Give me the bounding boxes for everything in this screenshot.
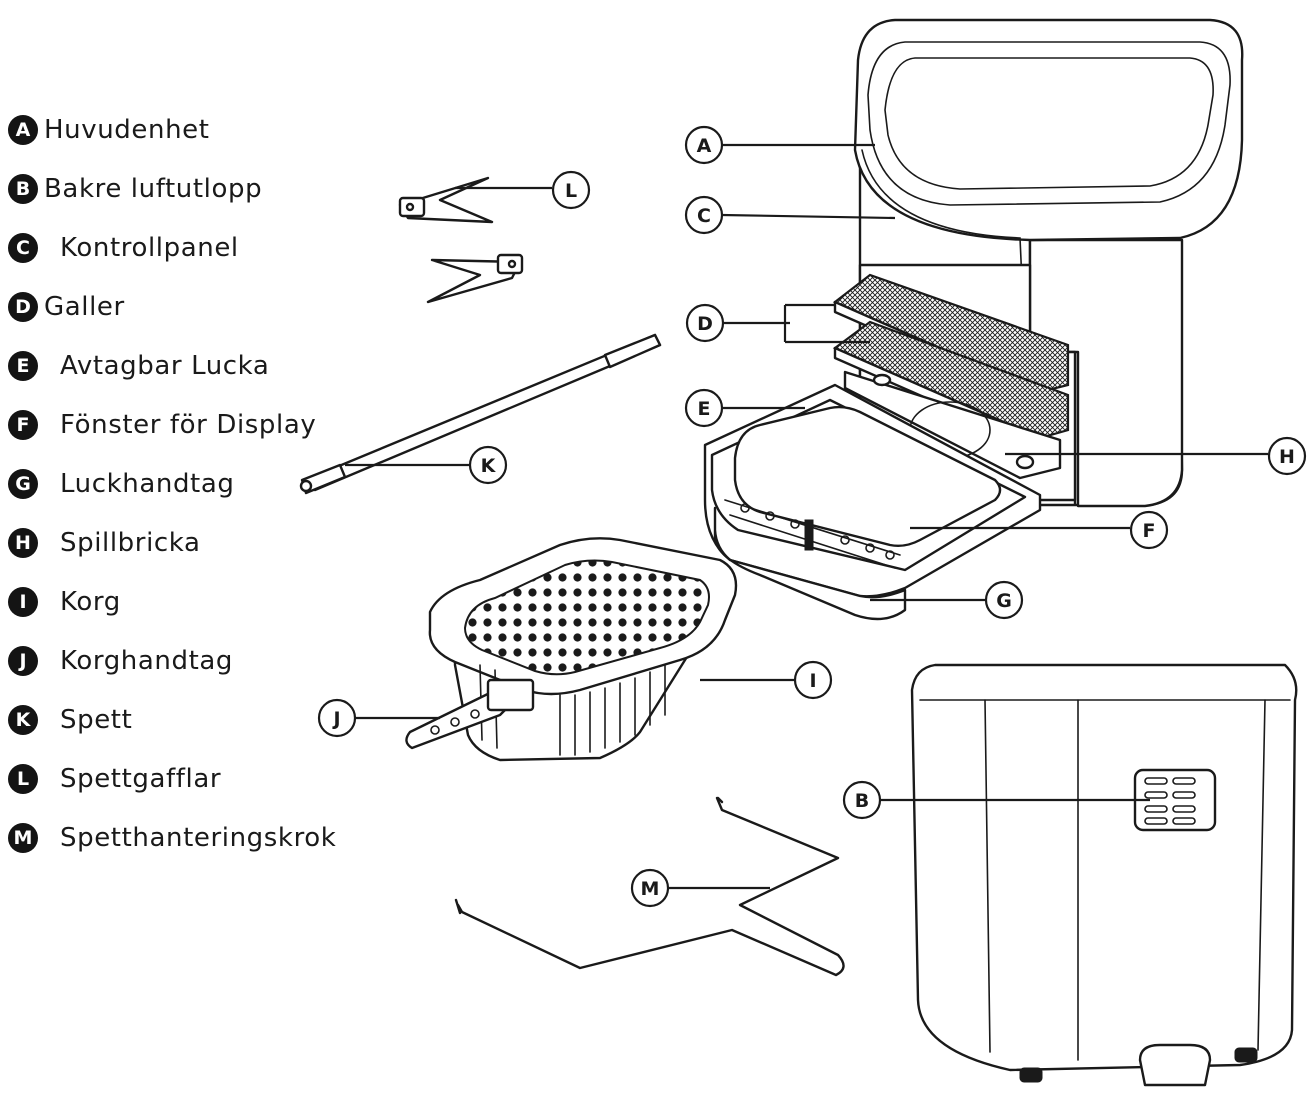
legend-label-g: Luckhandtag	[60, 469, 235, 499]
legend-label-m: Spetthanteringskrok	[60, 823, 337, 853]
legend-item-g: G Luckhandtag	[8, 464, 234, 504]
legend-badge-c: C	[8, 233, 38, 263]
legend-badge-j: J	[8, 646, 38, 676]
legend-item-f: F Fönster för Display	[8, 405, 316, 445]
legend-label-b: Bakre luftutlopp	[44, 174, 263, 204]
legend-label-h: Spillbricka	[60, 528, 201, 558]
legend-badge-e: E	[8, 351, 38, 381]
callout-f: F	[1129, 510, 1169, 550]
legend-badge-g: G	[8, 469, 38, 499]
callout-b: B	[842, 780, 882, 820]
parts-legend: A Huvudenhet B Bakre luftutlopp C Kontro…	[0, 0, 380, 1101]
legend-badge-k: K	[8, 705, 38, 735]
legend-badge-i: I	[8, 587, 38, 617]
callout-j: J	[317, 698, 357, 738]
callout-i: I	[793, 660, 833, 700]
legend-badge-a: A	[8, 115, 38, 145]
legend-item-k: K Spett	[8, 700, 132, 740]
svg-text:I: I	[809, 670, 816, 692]
svg-text:L: L	[565, 180, 577, 202]
leader-lines	[345, 143, 1268, 890]
svg-text:E: E	[698, 398, 711, 420]
svg-text:G: G	[996, 590, 1012, 612]
callout-k: K	[468, 445, 508, 485]
svg-text:D: D	[697, 313, 713, 335]
legend-badge-b: B	[8, 174, 38, 204]
svg-text:B: B	[855, 790, 869, 812]
skewer-forks-drawing	[398, 176, 524, 304]
svg-text:F: F	[1143, 520, 1156, 542]
svg-text:H: H	[1279, 446, 1295, 468]
main-unit-drawing	[703, 18, 1244, 621]
legend-badge-d: D	[8, 292, 38, 322]
svg-text:J: J	[331, 708, 340, 730]
svg-text:A: A	[697, 135, 712, 157]
callout-g: G	[984, 580, 1024, 620]
legend-label-k: Spett	[60, 705, 133, 735]
basket-drawing	[405, 537, 738, 762]
legend-item-d: D Galler	[8, 287, 125, 327]
legend-badge-m: M	[8, 823, 38, 853]
callout-m: M	[630, 868, 670, 908]
legend-label-l: Spettgafflar	[60, 764, 222, 794]
svg-text:C: C	[697, 205, 711, 227]
callout-l: L	[551, 170, 591, 210]
callout-a: A	[684, 125, 724, 165]
rear-view-drawing	[910, 663, 1298, 1087]
legend-item-l: L Spettgafflar	[8, 759, 221, 799]
legend-label-j: Korghandtag	[60, 646, 234, 676]
legend-label-a: Huvudenhet	[44, 115, 210, 145]
legend-label-d: Galler	[44, 292, 125, 322]
legend-item-a: A Huvudenhet	[8, 110, 210, 150]
callout-c: C	[684, 195, 724, 235]
legend-label-e: Avtagbar Lucka	[60, 351, 270, 381]
legend-item-c: C Kontrollpanel	[8, 228, 239, 268]
svg-text:M: M	[641, 878, 660, 900]
skewer-rod-drawing	[299, 333, 662, 495]
legend-label-i: Korg	[60, 587, 121, 617]
svg-text:K: K	[481, 455, 497, 477]
legend-item-m: M Spetthanteringskrok	[8, 818, 336, 858]
legend-item-e: E Avtagbar Lucka	[8, 346, 269, 386]
callout-h: H	[1267, 436, 1307, 476]
legend-item-b: B Bakre luftutlopp	[8, 169, 262, 209]
legend-label-c: Kontrollpanel	[60, 233, 239, 263]
legend-badge-f: F	[8, 410, 38, 440]
legend-item-i: I Korg	[8, 582, 121, 622]
callout-d: D	[685, 303, 725, 343]
legend-item-j: J Korghandtag	[8, 641, 233, 681]
callout-e: E	[684, 388, 724, 428]
legend-badge-h: H	[8, 528, 38, 558]
legend-label-f: Fönster för Display	[60, 410, 317, 440]
legend-badge-l: L	[8, 764, 38, 794]
legend-item-h: H Spillbricka	[8, 523, 201, 563]
